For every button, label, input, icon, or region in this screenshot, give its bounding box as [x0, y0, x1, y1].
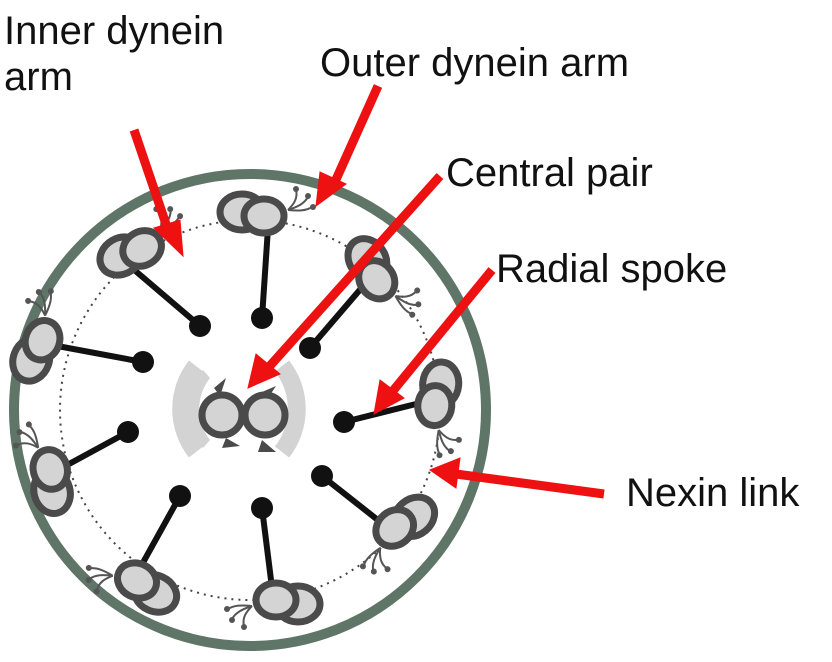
central-pair	[202, 378, 285, 452]
nexin-link-label: Nexin link	[626, 470, 799, 516]
doublet-3	[413, 360, 468, 460]
central-pair-label: Central pair	[446, 150, 653, 196]
outer-dynein-arm-label: Outer dynein arm	[320, 40, 629, 86]
arrow-nexin-link	[430, 458, 604, 494]
doublet-5	[224, 583, 320, 630]
arrow-outer-dynein-arm	[316, 86, 378, 206]
doublet-4	[344, 487, 448, 585]
radial-spoke-label: Radial spoke	[496, 246, 727, 292]
inner-dynein-arm-label: Inner dynein arm	[4, 8, 254, 100]
doublet-1	[220, 186, 316, 233]
